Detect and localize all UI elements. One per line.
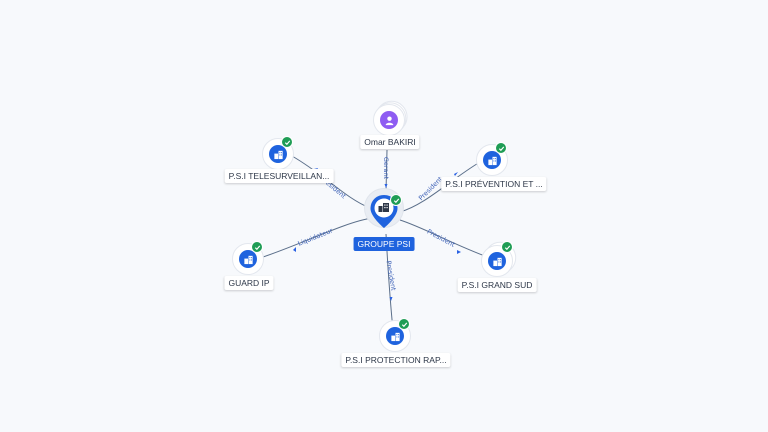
edge-gerant-arrow bbox=[384, 184, 388, 188]
company-icon bbox=[487, 156, 497, 165]
verified-check-icon bbox=[495, 142, 507, 154]
company-label-prevention[interactable]: P.S.I PRÉVENTION ET ... bbox=[441, 177, 547, 191]
company-avatar bbox=[239, 250, 257, 268]
verified-check-icon bbox=[501, 241, 513, 253]
person-icon bbox=[385, 115, 393, 125]
company-icon bbox=[243, 255, 253, 264]
edge-label-president-protection: President bbox=[384, 260, 397, 292]
node-psi-grand-sud[interactable] bbox=[479, 241, 517, 279]
company-avatar bbox=[488, 252, 506, 270]
edge-president-telesurveillance bbox=[291, 155, 371, 209]
company-label-guard-ip[interactable]: GUARD IP bbox=[224, 276, 274, 290]
company-avatar bbox=[386, 327, 404, 345]
edge-liquidateur bbox=[259, 217, 373, 259]
edge-president-prevention bbox=[399, 161, 481, 213]
company-icon bbox=[390, 332, 400, 341]
company-avatar bbox=[269, 145, 287, 163]
verified-check-icon bbox=[251, 241, 263, 253]
verified-check-icon bbox=[390, 194, 402, 206]
person-label[interactable]: Omar BAKIRI bbox=[360, 135, 420, 149]
company-label-grand-sud[interactable]: P.S.I GRAND SUD bbox=[457, 278, 537, 292]
company-label-protection[interactable]: P.S.I PROTECTION RAP... bbox=[341, 353, 451, 367]
edge-president-grand-sud-arrow bbox=[457, 250, 461, 254]
company-icon bbox=[273, 150, 283, 159]
node-omar-bakiri[interactable] bbox=[371, 100, 408, 138]
edge-label-gerant: Gerant bbox=[382, 157, 390, 180]
node-groupe-psi[interactable] bbox=[362, 187, 406, 237]
node-guard-ip[interactable] bbox=[230, 241, 266, 277]
center-label[interactable]: GROUPE PSI bbox=[353, 237, 415, 251]
verified-check-icon bbox=[281, 136, 293, 148]
node-psi-prevention[interactable] bbox=[474, 142, 510, 178]
edge-liquidateur-arrow bbox=[293, 247, 296, 252]
company-avatar bbox=[483, 151, 501, 169]
company-label-telesurveillance[interactable]: P.S.I TELESURVEILLAN... bbox=[224, 169, 334, 183]
node-psi-protection[interactable] bbox=[377, 318, 413, 354]
edge-label-president-grand-sud: President bbox=[426, 228, 457, 250]
company-icon bbox=[492, 257, 502, 266]
verified-check-icon bbox=[398, 318, 410, 330]
edge-president-protection-arrow bbox=[389, 297, 393, 301]
edge-label-liquidateur: Liquidateur bbox=[297, 226, 335, 247]
node-psi-telesurveillance[interactable] bbox=[260, 136, 296, 172]
edge-president-prevention-arrow bbox=[454, 172, 458, 176]
person-avatar bbox=[380, 111, 398, 129]
